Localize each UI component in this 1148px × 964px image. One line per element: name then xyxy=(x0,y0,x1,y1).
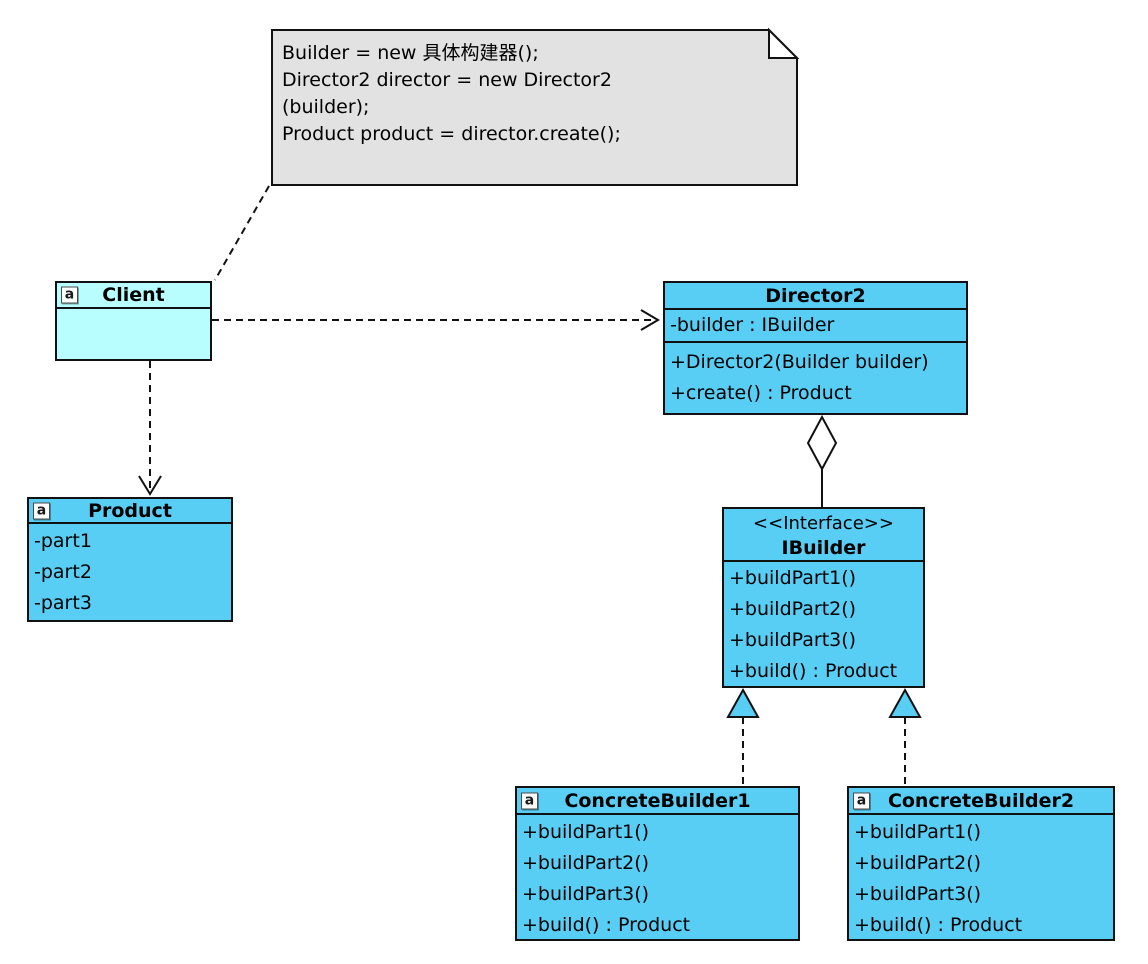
attributes-compartment: -builder : IBuilder xyxy=(665,308,966,341)
class-name: Client xyxy=(102,284,165,306)
method: +buildPart2() xyxy=(729,598,857,620)
method: +buildPart3() xyxy=(854,883,982,905)
note-anchor-link[interactable] xyxy=(214,185,270,281)
methods-compartment: +Director2(Builder builder) +create() : … xyxy=(665,341,966,413)
dependency-arrowhead-icon xyxy=(138,475,162,496)
aggregation-diamond-icon xyxy=(806,414,838,472)
note-line: (builder); xyxy=(282,96,370,118)
method: +Director2(Builder builder) xyxy=(670,351,929,373)
note-shape[interactable] xyxy=(271,29,798,186)
methods-compartment: +buildPart1() +buildPart2() +buildPart3(… xyxy=(517,813,798,939)
method: +build() : Product xyxy=(854,914,1023,936)
method: +buildPart2() xyxy=(854,852,982,874)
method: +build() : Product xyxy=(522,914,691,936)
class-product[interactable]: a Product -part1 -part2 -part3 xyxy=(27,497,233,622)
method: +buildPart1() xyxy=(729,567,857,589)
interface-ibuilder[interactable]: <<Interface>> IBuilder +buildPart1() +bu… xyxy=(722,507,925,688)
class-title: a Product xyxy=(29,499,231,522)
method: +buildPart3() xyxy=(522,883,650,905)
attribute: -part1 xyxy=(34,530,92,552)
method: +buildPart2() xyxy=(522,852,650,874)
class-concretebuilder1[interactable]: a ConcreteBuilder1 +buildPart1() +buildP… xyxy=(515,786,800,941)
note-fold-corner-icon xyxy=(768,27,800,59)
empty-compartment xyxy=(57,307,210,359)
class-director2[interactable]: Director2 -builder : IBuilder +Director2… xyxy=(663,281,968,415)
class-name: Product xyxy=(88,499,172,522)
class-client[interactable]: a Client xyxy=(55,281,212,361)
dependency-arrowhead-icon xyxy=(640,309,660,331)
code-note[interactable]: Builder = new 具体构建器(); Director2 directo… xyxy=(282,40,787,148)
class-name: ConcreteBuilder2 xyxy=(887,789,1075,812)
attribute: -part3 xyxy=(34,592,92,614)
method: +create() : Product xyxy=(670,382,852,404)
class-title: a ConcreteBuilder2 xyxy=(849,788,1113,813)
class-a-icon: a xyxy=(853,792,870,809)
methods-compartment: +buildPart1() +buildPart2() +buildPart3(… xyxy=(849,813,1113,939)
attribute: -part2 xyxy=(34,561,92,583)
method: +buildPart1() xyxy=(522,821,650,843)
note-line: Builder = new 具体构建器(); xyxy=(282,42,539,64)
class-title: Director2 xyxy=(665,283,966,308)
note-line: Product product = director.create(); xyxy=(282,123,621,145)
class-a-icon: a xyxy=(61,286,78,304)
class-a-icon: a xyxy=(33,502,50,519)
class-title: a ConcreteBuilder1 xyxy=(517,788,798,813)
class-name: ConcreteBuilder1 xyxy=(564,789,751,812)
class-title: a Client xyxy=(57,283,210,307)
realization-triangle-icon xyxy=(726,687,760,718)
method: +buildPart1() xyxy=(854,821,982,843)
class-name: Director2 xyxy=(765,284,866,307)
note-line: Director2 director = new Director2 xyxy=(282,69,612,91)
realization-triangle-icon xyxy=(888,687,922,718)
attribute: -builder : IBuilder xyxy=(670,314,835,336)
stereotype-label: <<Interface>> xyxy=(753,513,894,534)
class-name: IBuilder xyxy=(781,537,866,559)
method: +build() : Product xyxy=(729,660,898,682)
class-title: <<Interface>> IBuilder xyxy=(724,509,923,560)
methods-compartment: +buildPart1() +buildPart2() +buildPart3(… xyxy=(724,560,923,686)
class-concretebuilder2[interactable]: a ConcreteBuilder2 +buildPart1() +buildP… xyxy=(847,786,1115,941)
class-a-icon: a xyxy=(521,792,538,809)
attributes-compartment: -part1 -part2 -part3 xyxy=(29,522,231,620)
method: +buildPart3() xyxy=(729,629,857,651)
